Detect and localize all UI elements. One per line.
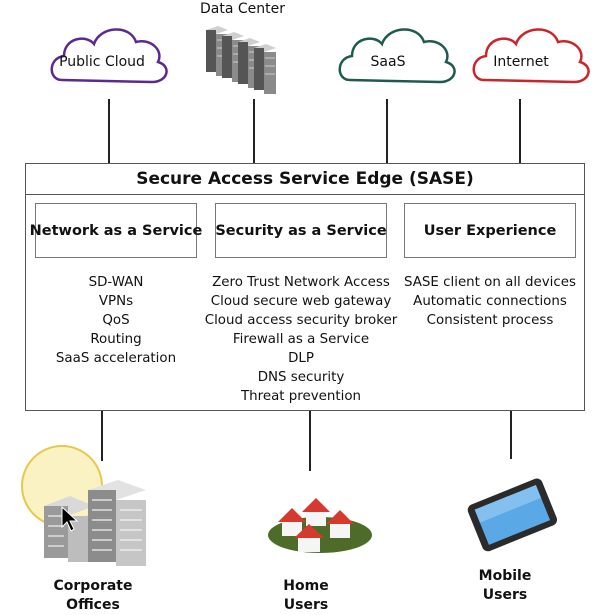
endpoint-icon-layer bbox=[21, 445, 558, 566]
cloud-layer bbox=[50, 26, 590, 94]
list-item: Firewall as a Service bbox=[232, 332, 370, 347]
data-center-servers-icon bbox=[206, 26, 276, 94]
connector-saas bbox=[386, 99, 388, 163]
pillar-experience-title: User Experience bbox=[404, 203, 576, 258]
list-item: Cloud secure web gateway bbox=[210, 294, 392, 309]
home-users-label: Home Users bbox=[283, 578, 329, 613]
pillar-experience-list: SASE client on all devices Automatic con… bbox=[395, 273, 585, 330]
list-item: SD-WAN bbox=[88, 275, 144, 290]
connector-internet bbox=[519, 99, 521, 163]
list-item: Cloud access security broker bbox=[204, 313, 398, 328]
connector-home bbox=[309, 411, 311, 471]
saas-cloud-icon bbox=[338, 28, 456, 84]
public-cloud-icon bbox=[50, 28, 168, 84]
data-center-label: Data Center bbox=[200, 1, 285, 17]
saas-label: SaaS bbox=[370, 54, 406, 70]
cursor-icon bbox=[61, 505, 79, 532]
internet-cloud-icon bbox=[472, 28, 590, 84]
sase-title: Secure Access Service Edge (SASE) bbox=[25, 163, 585, 195]
corporate-offices-label: Corporate Offices bbox=[53, 578, 133, 613]
list-item: DLP bbox=[288, 351, 314, 366]
list-item: SASE client on all devices bbox=[404, 275, 576, 290]
list-item: DNS security bbox=[257, 370, 345, 385]
corporate-buildings-icon bbox=[44, 480, 146, 566]
connector-data-center bbox=[253, 99, 255, 163]
list-item: Routing bbox=[90, 332, 142, 347]
houses-icon bbox=[268, 498, 372, 553]
pillar-security-list: Zero Trust Network Access Cloud secure w… bbox=[200, 273, 402, 406]
list-item: VPNs bbox=[98, 294, 134, 309]
internet-label: Internet bbox=[493, 54, 549, 70]
connector-corporate bbox=[101, 411, 103, 461]
pillar-network-list: SD-WAN VPNs QoS Routing SaaS acceleratio… bbox=[35, 273, 197, 368]
list-item: Consistent process bbox=[426, 313, 554, 328]
list-item: Zero Trust Network Access bbox=[212, 275, 390, 290]
pillar-security-title: Security as a Service bbox=[215, 203, 387, 258]
public-cloud-label: Public Cloud bbox=[59, 54, 145, 70]
connector-public-cloud bbox=[108, 99, 110, 163]
connector-mobile bbox=[510, 411, 512, 459]
tablet-icon bbox=[467, 478, 558, 552]
list-item: Automatic connections bbox=[413, 294, 567, 309]
list-item: SaaS acceleration bbox=[55, 351, 177, 366]
mobile-users-label: Mobile Users bbox=[478, 568, 532, 603]
pillar-network-title: Network as a Service bbox=[30, 203, 202, 258]
list-item: Threat prevention bbox=[240, 389, 362, 404]
list-item: QoS bbox=[102, 313, 130, 328]
